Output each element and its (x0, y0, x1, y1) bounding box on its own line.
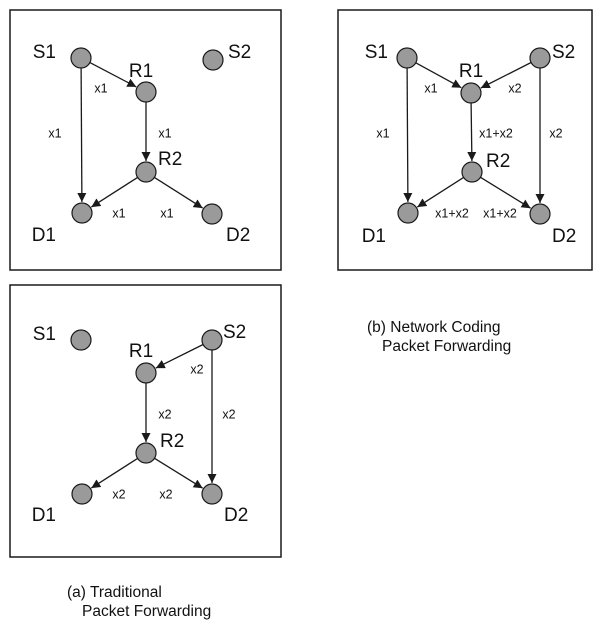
node-s1 (70, 47, 92, 69)
node-label-d2: D2 (226, 225, 250, 246)
edge-r1-to-r2 (467, 102, 477, 162)
edge-r2-to-d2 (480, 176, 531, 209)
edge-r2-to-d1 (90, 176, 138, 208)
node-label-s1: S1 (33, 42, 56, 63)
node-d2 (201, 203, 223, 225)
caption-network-coding-line1: (b) Network Coding (367, 319, 501, 336)
caption-network-coding: (b) Network Coding Packet Forwarding (367, 318, 511, 356)
node-label-s2: S2 (552, 42, 575, 63)
node-label-d1: D1 (32, 225, 56, 246)
node-s2 (201, 329, 223, 351)
panel-frame (337, 9, 593, 271)
node-d2 (201, 483, 223, 505)
edge-label: x1 (48, 126, 61, 140)
node-d2 (529, 203, 551, 225)
node-r1 (135, 81, 157, 103)
edge-label: x1 (112, 206, 125, 220)
edge-label: x1 (94, 81, 107, 95)
edge-label: x2 (158, 407, 171, 421)
node-label-r2: R2 (486, 151, 510, 172)
node-label-r1: R1 (459, 61, 483, 82)
edge-label: x1 (158, 126, 171, 140)
node-r2 (135, 442, 157, 464)
edge-label: x1 (160, 206, 173, 220)
caption-traditional-line2: Packet Forwarding (82, 603, 212, 620)
node-r1 (460, 82, 482, 104)
node-label-r1: R1 (129, 61, 153, 82)
edge-label: x2 (549, 126, 562, 140)
edge-label: x2 (190, 362, 203, 376)
edge-r2-to-d2 (154, 457, 204, 489)
node-r1 (135, 362, 157, 384)
node-s2 (529, 47, 551, 69)
edge-label: x1 (424, 81, 437, 95)
edge-label: x2 (159, 487, 172, 501)
edge-r2-to-d1 (90, 457, 138, 489)
node-label-s2: S2 (228, 42, 251, 63)
edge-s1-to-d1 (77, 67, 87, 203)
node-label-s2: S2 (223, 322, 246, 343)
edge-s1-to-r1 (89, 62, 137, 88)
panel-frame (9, 284, 282, 558)
edge-label: x2 (222, 407, 235, 421)
edge-label: x1+x2 (483, 206, 517, 220)
caption-network-coding-line2: Packet Forwarding (382, 338, 512, 355)
node-s2 (202, 49, 224, 71)
node-s1 (396, 47, 418, 69)
node-label-d1: D1 (32, 505, 56, 526)
node-r2 (135, 161, 157, 183)
caption-traditional-line1: (a) Traditional (67, 584, 162, 601)
node-s1 (70, 329, 92, 351)
edge-label: x1+x2 (435, 206, 469, 220)
edge-r2-to-d2 (154, 176, 204, 209)
node-d1 (71, 483, 93, 505)
node-label-r1: R1 (129, 341, 153, 362)
node-label-s1: S1 (33, 324, 56, 345)
edge-s1-to-r1 (415, 62, 462, 89)
node-label-r2: R2 (160, 431, 184, 452)
edge-s2-to-r1 (155, 343, 204, 369)
node-label-r2: R2 (158, 149, 182, 170)
edge-label: x1+x2 (479, 126, 513, 140)
caption-traditional: (a) Traditional Packet Forwarding (67, 583, 211, 621)
panel-frame (9, 9, 282, 271)
node-label-d2: D2 (224, 505, 248, 526)
node-label-d1: D1 (362, 226, 386, 247)
edge-r2-to-d1 (416, 176, 464, 208)
node-label-s1: S1 (365, 42, 388, 63)
edge-label: x1 (376, 126, 389, 140)
node-d1 (71, 202, 93, 224)
node-d1 (397, 202, 419, 224)
edge-label: x2 (112, 487, 125, 501)
edge-label: x2 (508, 81, 521, 95)
node-label-d2: D2 (552, 226, 576, 247)
edge-s1-to-d1 (403, 67, 413, 203)
edge-s2-to-r1 (480, 61, 532, 89)
node-r2 (461, 161, 483, 183)
